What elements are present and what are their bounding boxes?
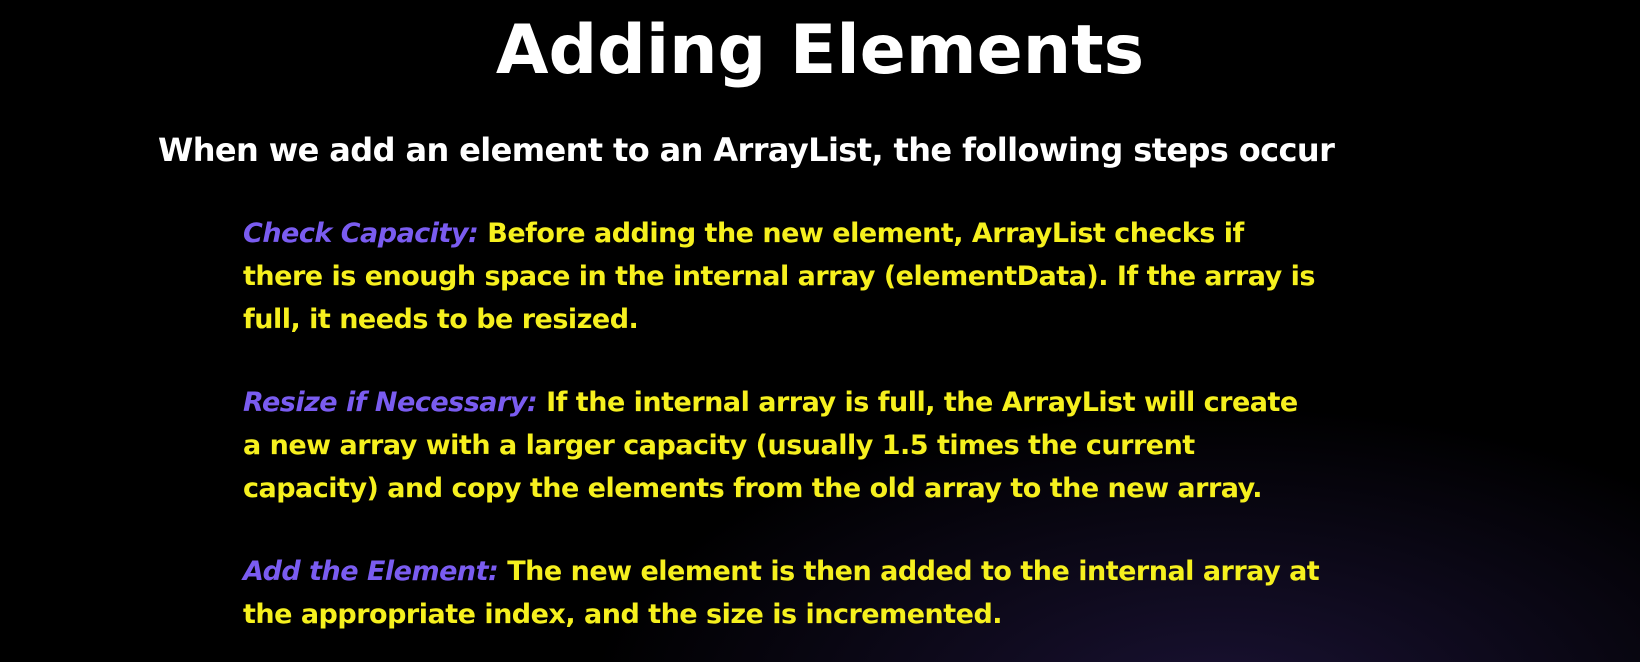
- slide-subtitle: When we add an element to an ArrayList, …: [158, 131, 1335, 169]
- step-line: Resize if Necessary: If the internal arr…: [243, 381, 1363, 424]
- step-line: Check Capacity: Before adding the new el…: [243, 212, 1363, 255]
- step-line: capacity) and copy the elements from the…: [243, 473, 1263, 504]
- step-term: Check Capacity:: [243, 218, 479, 249]
- step-add-the-element: Add the Element: The new element is then…: [243, 550, 1363, 636]
- steps-list: Check Capacity: Before adding the new el…: [243, 212, 1363, 662]
- step-term: Add the Element:: [243, 556, 499, 587]
- step-line: the appropriate index, and the size is i…: [243, 599, 1003, 630]
- slide-title: Adding Elements: [495, 11, 1145, 90]
- step-text: Before adding the new element, ArrayList…: [478, 218, 1244, 249]
- step-line: full, it needs to be resized.: [243, 304, 639, 335]
- step-line: there is enough space in the internal ar…: [243, 261, 1316, 292]
- step-check-capacity: Check Capacity: Before adding the new el…: [243, 212, 1363, 341]
- step-line: Add the Element: The new element is then…: [243, 550, 1363, 593]
- step-text: The new element is then added to the int…: [498, 556, 1320, 587]
- step-term: Resize if Necessary:: [243, 387, 538, 418]
- step-line: a new array with a larger capacity (usua…: [243, 430, 1195, 461]
- step-resize-if-necessary: Resize if Necessary: If the internal arr…: [243, 381, 1363, 510]
- step-text: If the internal array is full, the Array…: [537, 387, 1298, 418]
